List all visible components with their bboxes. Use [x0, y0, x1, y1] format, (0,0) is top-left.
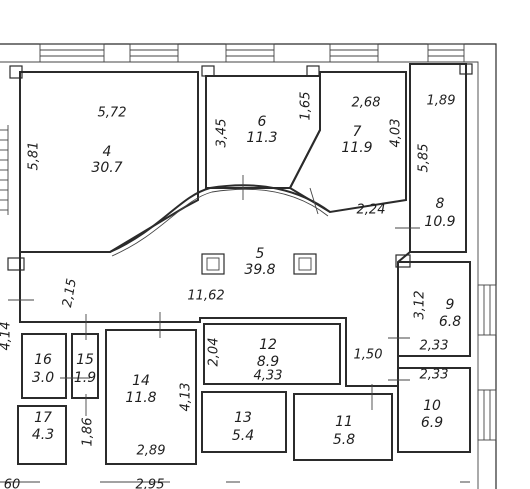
room-14-area: 11.8: [125, 390, 157, 406]
room-11-number: 11: [335, 414, 353, 430]
room-6-area: 11.3: [246, 130, 278, 146]
room-13-number: 13: [234, 410, 252, 426]
room-7-number: 7: [352, 124, 362, 140]
dim-room-7-height: 4,03: [388, 118, 404, 148]
window-top-2: [129, 43, 179, 63]
room-5-walls: [19, 251, 411, 387]
dim-room-8-height: 5,85: [416, 143, 432, 173]
dim-cut-left: 60: [3, 477, 21, 489]
room-11-area: 5.8: [332, 432, 356, 448]
column-5a: [201, 253, 225, 275]
room-17-number: 17: [34, 410, 52, 426]
dim-room-14-height: 4,13: [178, 382, 194, 412]
dim-room-15-height: 1,86: [80, 417, 96, 447]
window-right-1: [477, 284, 497, 336]
window-top-1: [39, 43, 105, 63]
room-7-area: 11.9: [341, 140, 373, 156]
window-top-5: [427, 43, 465, 63]
room-12-walls: [203, 323, 341, 385]
curved-partition-inner: [111, 188, 329, 257]
column-5b-inner: [298, 257, 312, 271]
room-16-number: 16: [34, 352, 52, 368]
dim-corridor-width: 1,50: [353, 347, 383, 363]
dim-room-12-height: 2,04: [206, 337, 222, 367]
room-11-walls: [293, 393, 393, 461]
column-top-mid-2: [306, 65, 320, 77]
dim-room-14-width: 2,89: [136, 443, 166, 459]
room-4-number: 4: [102, 144, 112, 160]
room-8-number: 8: [435, 196, 445, 212]
dim-room-4-width: 5,72: [97, 105, 127, 121]
room-12-area: 8.9: [256, 354, 280, 370]
room-9-area: 6.8: [438, 314, 462, 330]
door-marks: [8, 175, 420, 416]
room-15-number: 15: [76, 352, 94, 368]
window-right-2: [477, 389, 497, 441]
room-14-number: 14: [132, 373, 150, 389]
column-5b: [293, 253, 317, 275]
room-14-walls: [105, 329, 197, 465]
room-8-walls: [409, 63, 467, 253]
column-top-mid: [201, 65, 215, 77]
room-16-walls: [21, 333, 67, 399]
room-4-area: 30.7: [91, 160, 123, 176]
room-5-number: 5: [255, 246, 265, 262]
dim-room-6-height: 3,45: [214, 118, 230, 148]
column-left-mid: [7, 257, 25, 271]
room-10-walls: [397, 367, 471, 453]
column-room-8: [459, 63, 473, 75]
curved-partition: [109, 184, 331, 253]
dim-room-10-width: 2,33: [419, 367, 449, 383]
dim-room-4-height: 5,81: [26, 141, 42, 171]
room-16-area: 3.0: [31, 370, 55, 386]
room-17-walls: [17, 405, 67, 465]
room-10-number: 10: [423, 398, 441, 414]
room-10-area: 6.9: [420, 415, 444, 431]
window-top-4: [329, 43, 379, 63]
room-5-area: 39.8: [244, 262, 276, 278]
dim-room-6-side: 1,65: [298, 91, 314, 121]
room-8-area: 10.9: [424, 214, 456, 230]
room-9-walls: [398, 261, 471, 357]
room-13-area: 5.4: [231, 428, 255, 444]
column-5a-inner: [206, 257, 220, 271]
window-top-3: [225, 43, 275, 63]
column-left: [9, 65, 23, 79]
room-9-number: 9: [445, 297, 455, 313]
dim-left-edge: 4,14: [0, 321, 14, 351]
room-17-area: 4.3: [31, 427, 55, 443]
dim-room-8-width: 1,89: [426, 93, 456, 109]
room-15-area: 1.9: [73, 370, 97, 386]
dim-room-9-height: 3,12: [412, 290, 428, 320]
dim-hall-width: 11,62: [187, 288, 225, 304]
dim-room-7-width: 2,68: [351, 95, 381, 111]
dim-cut-center: 2,95: [135, 477, 165, 489]
room-15-walls: [71, 333, 99, 399]
left-stair-hatch: [0, 125, 9, 215]
dim-room-12-width: 4,33: [253, 368, 283, 384]
room-13-walls: [201, 391, 287, 453]
dim-room-7-bottom: 2,24: [356, 202, 386, 218]
room-6-number: 6: [257, 114, 267, 130]
room-12-number: 12: [259, 337, 277, 353]
dim-room-9-width: 2,33: [419, 338, 449, 354]
